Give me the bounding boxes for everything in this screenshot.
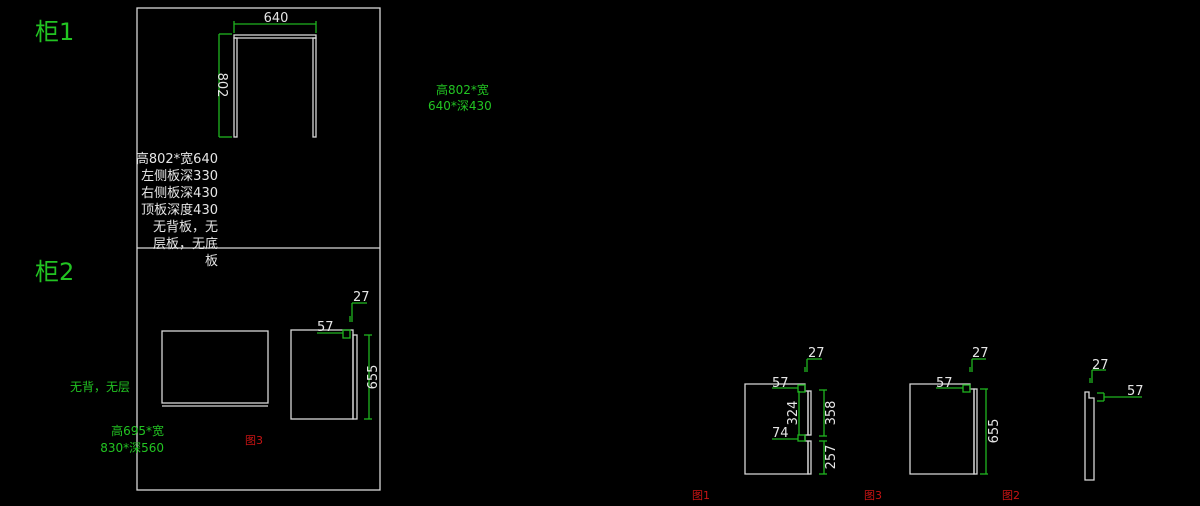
cabinet1-front-view: [233, 34, 317, 138]
figure2-dim-57: 57: [1127, 384, 1144, 399]
figure3-dim-27: 27: [972, 346, 989, 361]
cabinet2-figure-label: 图3: [245, 434, 263, 447]
figure1-dim-257: 257: [824, 445, 839, 470]
figure2-dimensions: [1089, 369, 1142, 402]
figure1-dim-27: 27: [808, 346, 825, 361]
cabinet1-height-dimension: [218, 33, 232, 138]
cabinet2-side-view: [290, 329, 358, 420]
cabinet2-title: 柜2: [35, 258, 74, 286]
cabinet2-note-line2: 830*深560: [100, 441, 164, 455]
svg-text:高802*宽640: 高802*宽640: [136, 151, 218, 167]
figure2-panel: [1084, 391, 1095, 481]
cabinet2-dim-655: 655: [366, 365, 381, 390]
cabinet1-note-line1: 高802*宽: [436, 82, 489, 97]
figure3-dim-57: 57: [936, 376, 953, 391]
cabinet1-title: 柜1: [35, 18, 74, 46]
figure3-dimensions: [936, 358, 988, 475]
svg-text:无背板，无: 无背板，无: [153, 220, 218, 235]
cabinet2-front-view: [161, 330, 269, 407]
svg-text:右侧板深430: 右侧板深430: [141, 186, 218, 201]
figure3-label: 图3: [864, 489, 882, 502]
cabinet2-dim-27: 27: [353, 290, 370, 305]
figure2-label: 图2: [1002, 489, 1020, 502]
cabinet1-note-line2: 640*深430: [428, 99, 492, 113]
figure1-dim-324: 324: [786, 401, 801, 426]
cabinet2-note-no-back: 无背，无层: [70, 380, 130, 394]
svg-text:层板，无底: 层板，无底: [153, 236, 218, 252]
figure1-dim-74: 74: [772, 426, 789, 441]
cabinet2-note-line1: 高695*宽: [111, 423, 164, 438]
svg-text:顶板深度430: 顶板深度430: [141, 202, 218, 218]
cabinet1-width-dimension: [233, 21, 317, 33]
figure2-dim-27: 27: [1092, 358, 1109, 373]
svg-text:板: 板: [205, 254, 218, 269]
drawing-frame: [136, 7, 381, 491]
figure1-label: 图1: [692, 489, 710, 502]
figure1-dimensions: [772, 358, 827, 475]
cabinet2-dimensions: [317, 302, 372, 420]
svg-text:左侧板深330: 左侧板深330: [141, 169, 218, 184]
cabinet2-dim-57: 57: [317, 320, 334, 335]
figure1-dim-358: 358: [824, 401, 839, 426]
cabinet1-height-label: 802: [214, 73, 229, 98]
cabinet1-spec-text: 高802*宽640 左侧板深330 右侧板深430 顶板深度430 无背板，无 …: [136, 151, 218, 269]
cabinet1-width-label: 640: [264, 11, 289, 26]
figure3-side-panel: [909, 383, 978, 475]
figure1-dim-57: 57: [772, 376, 789, 391]
figure3-dim-655: 655: [987, 419, 1002, 444]
